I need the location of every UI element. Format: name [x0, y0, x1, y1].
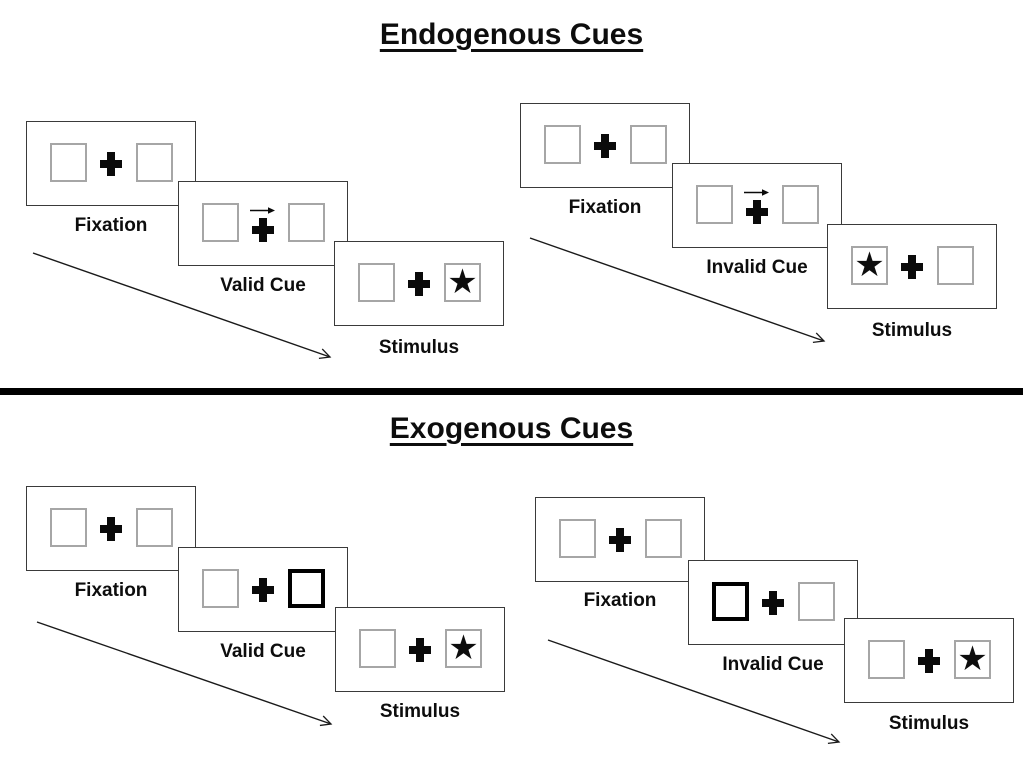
panel-label-invalid-cue: Invalid Cue [706, 257, 808, 278]
star-icon: ★ [448, 627, 479, 668]
left-box [50, 143, 87, 182]
fixation-center [845, 619, 1013, 702]
plus-icon [100, 516, 122, 541]
section-title-exogenous: Exogenous Cues [389, 412, 634, 445]
right-box [136, 508, 173, 547]
panel-label-stimulus: Stimulus [871, 320, 953, 341]
right-box [782, 185, 819, 224]
left-box [696, 185, 733, 224]
panel-label-stimulus: Stimulus [378, 337, 460, 358]
right-box: ★ [445, 629, 482, 668]
panel-valid-cue [178, 547, 348, 632]
fixation-center [828, 225, 996, 308]
panel-fixation [535, 497, 705, 582]
panel-label-fixation: Fixation [568, 197, 642, 218]
left-box [868, 640, 905, 679]
left-box [202, 203, 239, 242]
fixation-center [536, 498, 704, 581]
right-box [288, 203, 325, 242]
panel-invalid-cue [672, 163, 842, 248]
fixation-center [27, 487, 195, 570]
left-box: ★ [851, 246, 888, 285]
fixation-center [179, 182, 347, 265]
cued-box [712, 582, 749, 621]
plus-icon [100, 151, 122, 176]
panel-label-valid-cue: Valid Cue [220, 275, 306, 296]
panel-label-fixation: Fixation [583, 590, 657, 611]
panel-fixation [26, 121, 196, 206]
fixation-center [673, 164, 841, 247]
panel-label-stimulus: Stimulus [888, 713, 970, 734]
left-box [559, 519, 596, 558]
fixation-center [335, 242, 503, 325]
star-icon: ★ [447, 261, 478, 302]
panel-stimulus: ★ [827, 224, 997, 309]
panel-valid-cue [178, 181, 348, 266]
timeline-arrow-exogenous-valid [36, 621, 333, 727]
star-icon: ★ [957, 638, 988, 679]
left-box [50, 508, 87, 547]
section-divider [0, 388, 1023, 395]
plus-icon [901, 254, 923, 279]
star-icon: ★ [854, 244, 885, 285]
fixation-center [27, 122, 195, 205]
panel-stimulus: ★ [335, 607, 505, 692]
section-title-endogenous: Endogenous Cues [379, 18, 644, 51]
fixation-center [689, 561, 857, 644]
panel-label-fixation: Fixation [74, 215, 148, 236]
panel-label-fixation: Fixation [74, 580, 148, 601]
right-box [645, 519, 682, 558]
right-box [630, 125, 667, 164]
left-box [359, 629, 396, 668]
plus-icon [252, 217, 274, 242]
right-box [136, 143, 173, 182]
cued-box [288, 569, 325, 608]
panel-stimulus: ★ [334, 241, 504, 326]
plus-icon [918, 648, 940, 673]
right-box [937, 246, 974, 285]
plus-icon [252, 577, 274, 602]
panel-label-valid-cue: Valid Cue [220, 641, 306, 662]
fixation-center [521, 104, 689, 187]
plus-icon [594, 133, 616, 158]
panel-label-invalid-cue: Invalid Cue [722, 654, 824, 675]
plus-icon [408, 271, 430, 296]
panel-label-stimulus: Stimulus [379, 701, 461, 722]
panel-fixation [26, 486, 196, 571]
plus-icon [762, 590, 784, 615]
right-box: ★ [444, 263, 481, 302]
plus-icon [609, 527, 631, 552]
panel-stimulus: ★ [844, 618, 1014, 703]
timeline-arrow-endogenous-invalid [529, 237, 826, 344]
left-box [202, 569, 239, 608]
cue-arrow-icon [744, 188, 769, 196]
panel-invalid-cue [688, 560, 858, 645]
cue-arrow-icon [250, 206, 275, 214]
plus-icon [746, 199, 768, 224]
timeline-arrow-endogenous-valid [32, 252, 332, 360]
left-box [544, 125, 581, 164]
fixation-center [179, 548, 347, 631]
left-box [358, 263, 395, 302]
right-box [798, 582, 835, 621]
panel-fixation [520, 103, 690, 188]
plus-icon [409, 637, 431, 662]
fixation-center [336, 608, 504, 691]
right-box: ★ [954, 640, 991, 679]
